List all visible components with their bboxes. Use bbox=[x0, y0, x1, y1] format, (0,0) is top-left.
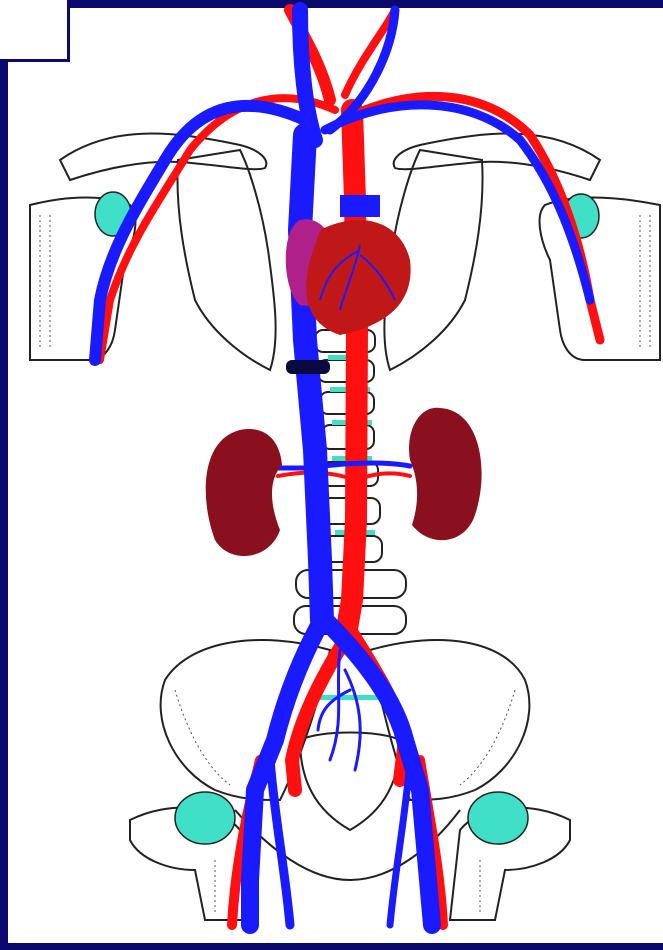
diaphragm-marker bbox=[286, 360, 330, 374]
right-clavicle bbox=[394, 134, 600, 180]
right-kidney bbox=[409, 408, 482, 540]
left-kidney bbox=[206, 429, 282, 556]
vena-cava bbox=[300, 135, 322, 620]
right-renal-artery bbox=[362, 473, 410, 478]
left-scapula bbox=[177, 150, 275, 370]
right-hip-joint bbox=[468, 792, 528, 844]
sacrum bbox=[300, 733, 400, 831]
pulmonary-trunk bbox=[340, 195, 380, 217]
left-hip-joint bbox=[175, 792, 235, 844]
aorta bbox=[345, 110, 357, 640]
ventricles bbox=[306, 220, 410, 335]
